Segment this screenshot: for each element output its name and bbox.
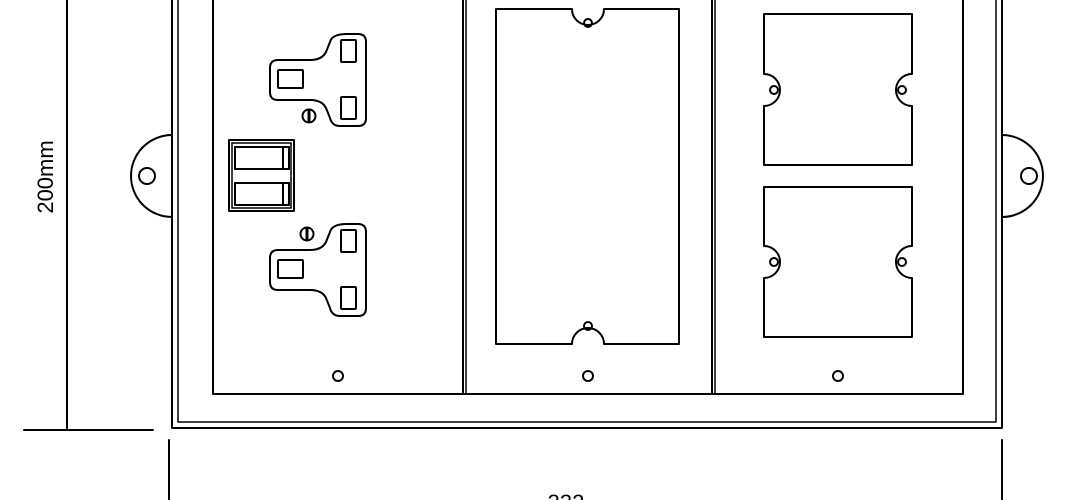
upper-earth-pin	[340, 39, 357, 63]
mounting-lug-right	[1001, 133, 1044, 219]
twin-socket-module	[228, 33, 367, 382]
lower-data-plate	[763, 186, 913, 338]
lower-earth-pin	[340, 229, 357, 253]
upper-data-plate	[763, 13, 913, 166]
lower-rocker	[234, 182, 290, 206]
lower-live-pin	[277, 259, 304, 279]
data-module	[763, 13, 913, 382]
lower-socket-screw-icon	[299, 226, 315, 242]
upper-live-pin	[277, 69, 304, 89]
width-dimension-label: 332	[548, 490, 585, 500]
outer-frame	[171, 0, 1003, 429]
height-dimension: 200mm	[23, 0, 154, 431]
upper-neutral-pin	[340, 96, 357, 120]
upper-rocker	[234, 146, 290, 170]
height-dimension-label: 200mm	[33, 140, 58, 213]
upper-socket-screw-icon	[301, 108, 317, 124]
module-bay	[212, 0, 964, 395]
mounting-lug-left	[130, 133, 173, 219]
lower-socket-outline	[269, 223, 367, 317]
lower-neutral-pin	[340, 286, 357, 310]
width-dimension: 332	[168, 439, 1003, 500]
module-1-fixing-screw-icon	[332, 370, 344, 382]
rocker-switch	[228, 139, 295, 212]
module-3-fixing-screw-icon	[832, 370, 844, 382]
blank-plate-module	[495, 8, 680, 382]
upper-socket-outline	[269, 33, 367, 127]
blank-plate-outline	[495, 8, 680, 345]
module-2-fixing-screw-icon	[582, 370, 594, 382]
